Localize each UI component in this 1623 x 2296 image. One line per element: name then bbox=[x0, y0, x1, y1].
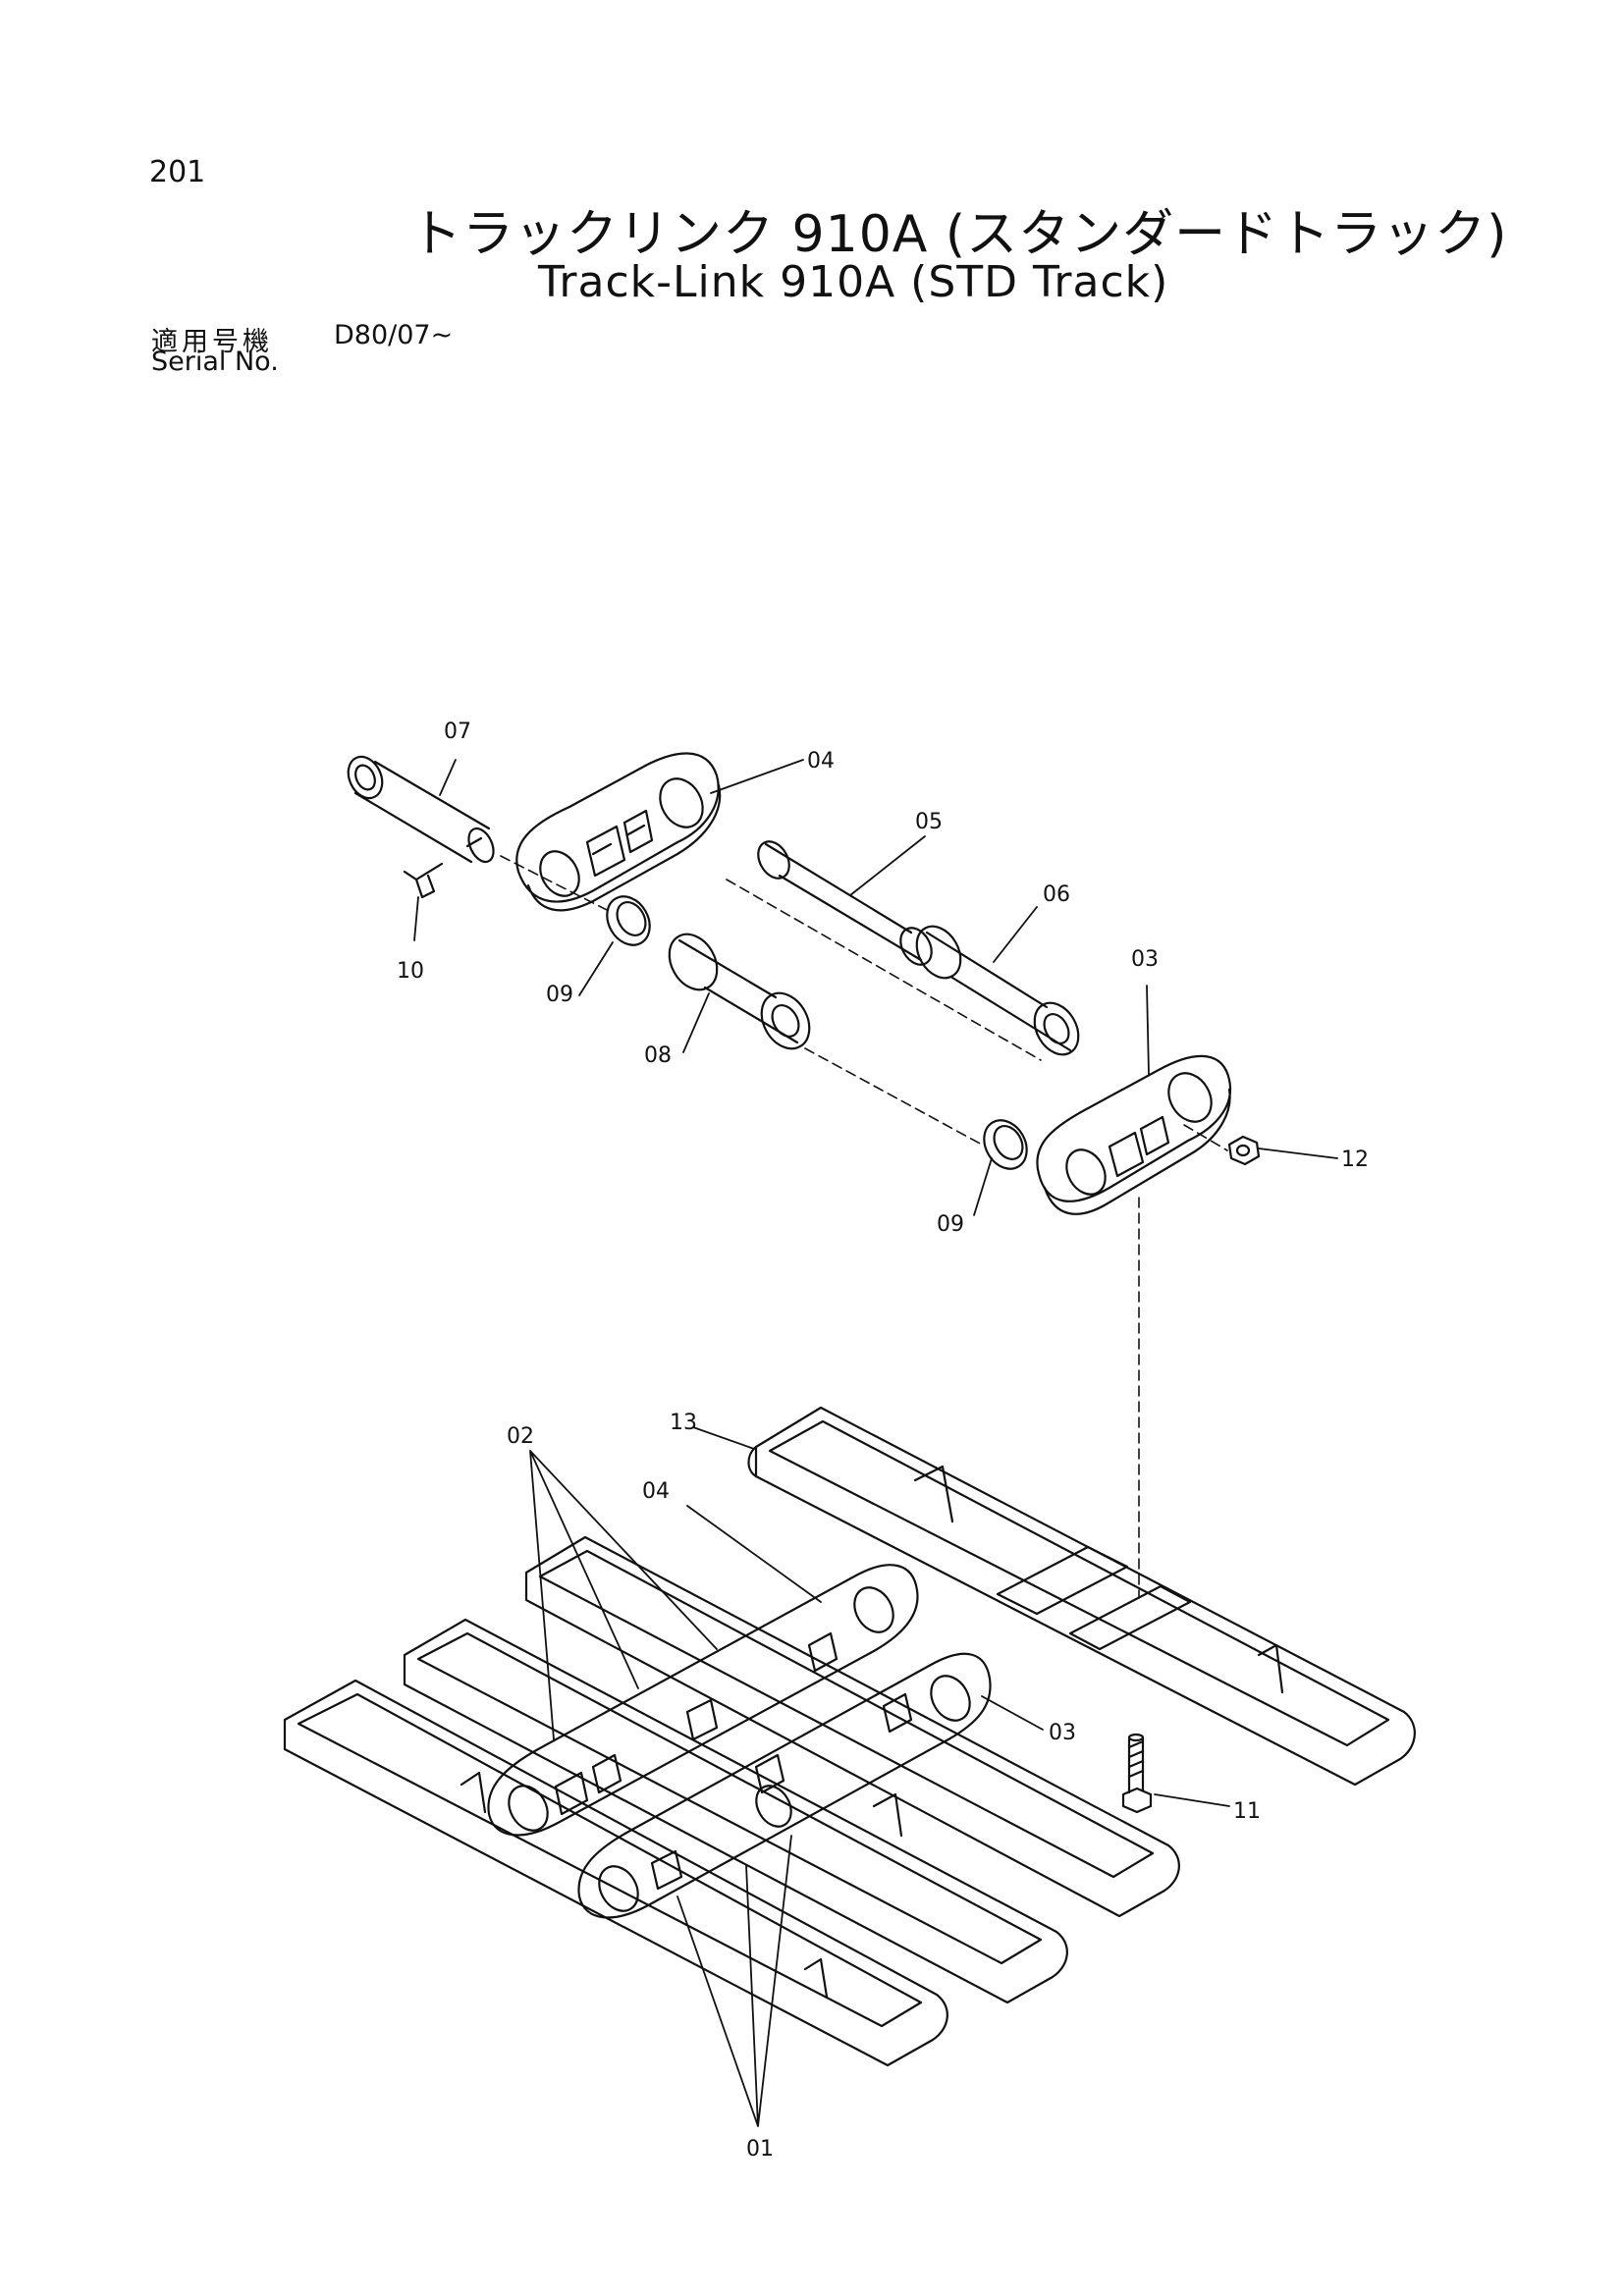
part-04-upper-link bbox=[515, 752, 722, 912]
title-japanese: トラックリンク 910A (スタンダードトラック) bbox=[410, 205, 1508, 264]
alignment-lines bbox=[500, 855, 1228, 1599]
callout-05: 05 bbox=[915, 810, 943, 834]
callout-06: 06 bbox=[1043, 882, 1070, 907]
track-shoe-2 bbox=[524, 1535, 1180, 1918]
callout-02: 02 bbox=[507, 1424, 534, 1449]
part-08-bushing bbox=[668, 933, 811, 1050]
callout-03-lower: 03 bbox=[1049, 1721, 1076, 1745]
part-09-seal-right bbox=[983, 1119, 1028, 1170]
part-13-track-shoe bbox=[747, 1406, 1416, 1787]
serial-label-english: Serial No. bbox=[151, 347, 279, 377]
part-12-nut bbox=[1227, 1135, 1261, 1166]
part-06-bushing bbox=[915, 925, 1080, 1056]
part-04-lower-link-chain bbox=[487, 1564, 919, 1837]
callout-09-right: 09 bbox=[937, 1212, 964, 1237]
page-number: 201 bbox=[149, 155, 206, 189]
callout-11: 11 bbox=[1233, 1799, 1261, 1824]
part-09-seal-left bbox=[606, 895, 651, 946]
part-03-lower-link-chain bbox=[577, 1652, 992, 1919]
callout-10: 10 bbox=[397, 959, 424, 984]
callout-13: 13 bbox=[670, 1411, 697, 1435]
callout-08: 08 bbox=[644, 1043, 672, 1068]
part-07-master-pin bbox=[347, 755, 495, 864]
callout-07: 07 bbox=[444, 720, 471, 744]
serial-label-japanese: 適用号機 bbox=[151, 327, 273, 357]
callout-12: 12 bbox=[1341, 1148, 1369, 1172]
callout-03-upper: 03 bbox=[1131, 947, 1159, 972]
callout-01: 01 bbox=[746, 2137, 774, 2162]
serial-value: D80/07~ bbox=[334, 320, 454, 350]
part-05-pin bbox=[757, 840, 933, 966]
part-10-retaining-pin bbox=[403, 862, 444, 899]
part-03-upper-link bbox=[1036, 1054, 1232, 1215]
title-english: Track-Link 910A (STD Track) bbox=[538, 257, 1169, 307]
callout-04-lower: 04 bbox=[642, 1479, 670, 1504]
part-11-bolt bbox=[1121, 1733, 1153, 1814]
track-shoe-3 bbox=[403, 1618, 1068, 2004]
callout-04-upper: 04 bbox=[807, 749, 835, 774]
leader-lines bbox=[413, 759, 1338, 2127]
callout-09-left: 09 bbox=[546, 983, 573, 1007]
